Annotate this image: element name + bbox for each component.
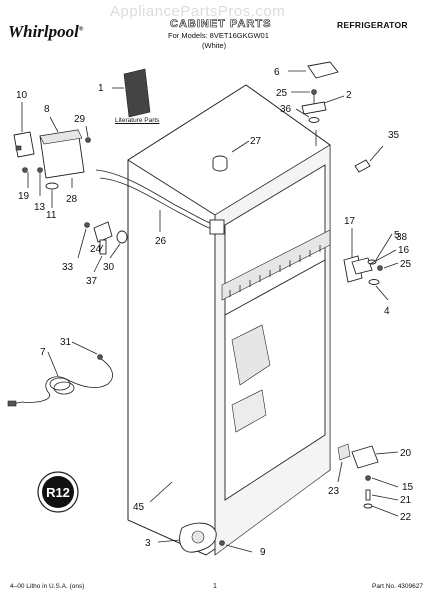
callout-4: 4 [384,306,390,317]
watermark-text: AppliancePartsPros.com [110,3,286,20]
literature-parts-label: Literature Parts [115,117,160,124]
callout-36: 36 [280,104,292,115]
callout-37: 37 [86,276,98,287]
front-roller-group [157,522,253,553]
brand-name: Whirlpool [8,22,79,41]
callout-29: 29 [74,114,86,125]
wiring-harness-part-26 [95,169,225,235]
top-hinge-assembly [291,89,345,146]
callout-23: 23 [328,486,340,497]
bottom-hinge-group [337,443,399,517]
callout-5: 5 [394,230,400,241]
callout-3: 3 [145,538,151,549]
callout-21: 21 [400,495,412,506]
cabinet-plug-part-27 [212,140,250,172]
callout-8: 8 [44,104,50,115]
footer-printing-info: 4–00 Litho in U.S.A. (ons) [10,583,85,590]
center-hinge-group [343,228,399,301]
callout-25a: 25 [276,88,288,99]
callout-16: 16 [398,245,410,256]
model-line: For Models: 8VET16GKGW01 [168,31,269,40]
category-label: REFRIGERATOR [337,20,408,30]
refrigerator-cabinet [127,84,331,556]
callout-9: 9 [260,547,266,558]
callout-28: 28 [66,194,78,205]
callout-33: 33 [62,262,74,273]
callout-27: 27 [250,136,262,147]
callout-6: 6 [274,67,280,78]
compressor-electrical-group [13,102,91,208]
callout-17: 17 [344,216,356,227]
hole-plug-part-35 [354,145,384,173]
color-variant: (White) [202,41,227,50]
callout-7: 7 [40,347,46,358]
svg-text:R12: R12 [46,485,70,500]
callout-labels: 1 2 3 4 5 6 7 8 9 10 11 13 15 16 17 19 2… [16,67,414,558]
page-title: CABINET PARTS [170,18,272,31]
callout-30: 30 [103,262,115,273]
callout-22: 22 [400,512,412,523]
part-number: Part No. 4309627 [372,583,423,590]
callout-35: 35 [388,130,400,141]
cold-control-group [77,221,128,273]
refrigerant-seal: R12 [37,471,79,513]
brand-logo: Whirlpool® [8,22,84,41]
callout-10: 10 [16,90,28,101]
callout-25b: 25 [400,259,412,270]
power-cord-part-7 [7,341,113,407]
callout-26: 26 [155,236,167,247]
callout-19: 19 [18,191,30,202]
callout-24: 24 [90,244,102,255]
hinge-cover-part-6 [288,61,339,79]
callout-15: 15 [402,482,414,493]
callout-2: 2 [346,90,352,101]
callout-31: 31 [60,337,72,348]
callout-11: 11 [46,210,57,221]
literature-booklet-part-1 [112,68,151,118]
callout-13: 13 [34,202,46,213]
callout-1: 1 [98,83,104,94]
callout-45: 45 [133,502,145,513]
callout-38: 38 [396,232,408,243]
callout-20: 20 [400,448,412,459]
breaker-strip-ribs [229,245,321,297]
page-number: 1 [213,583,217,590]
